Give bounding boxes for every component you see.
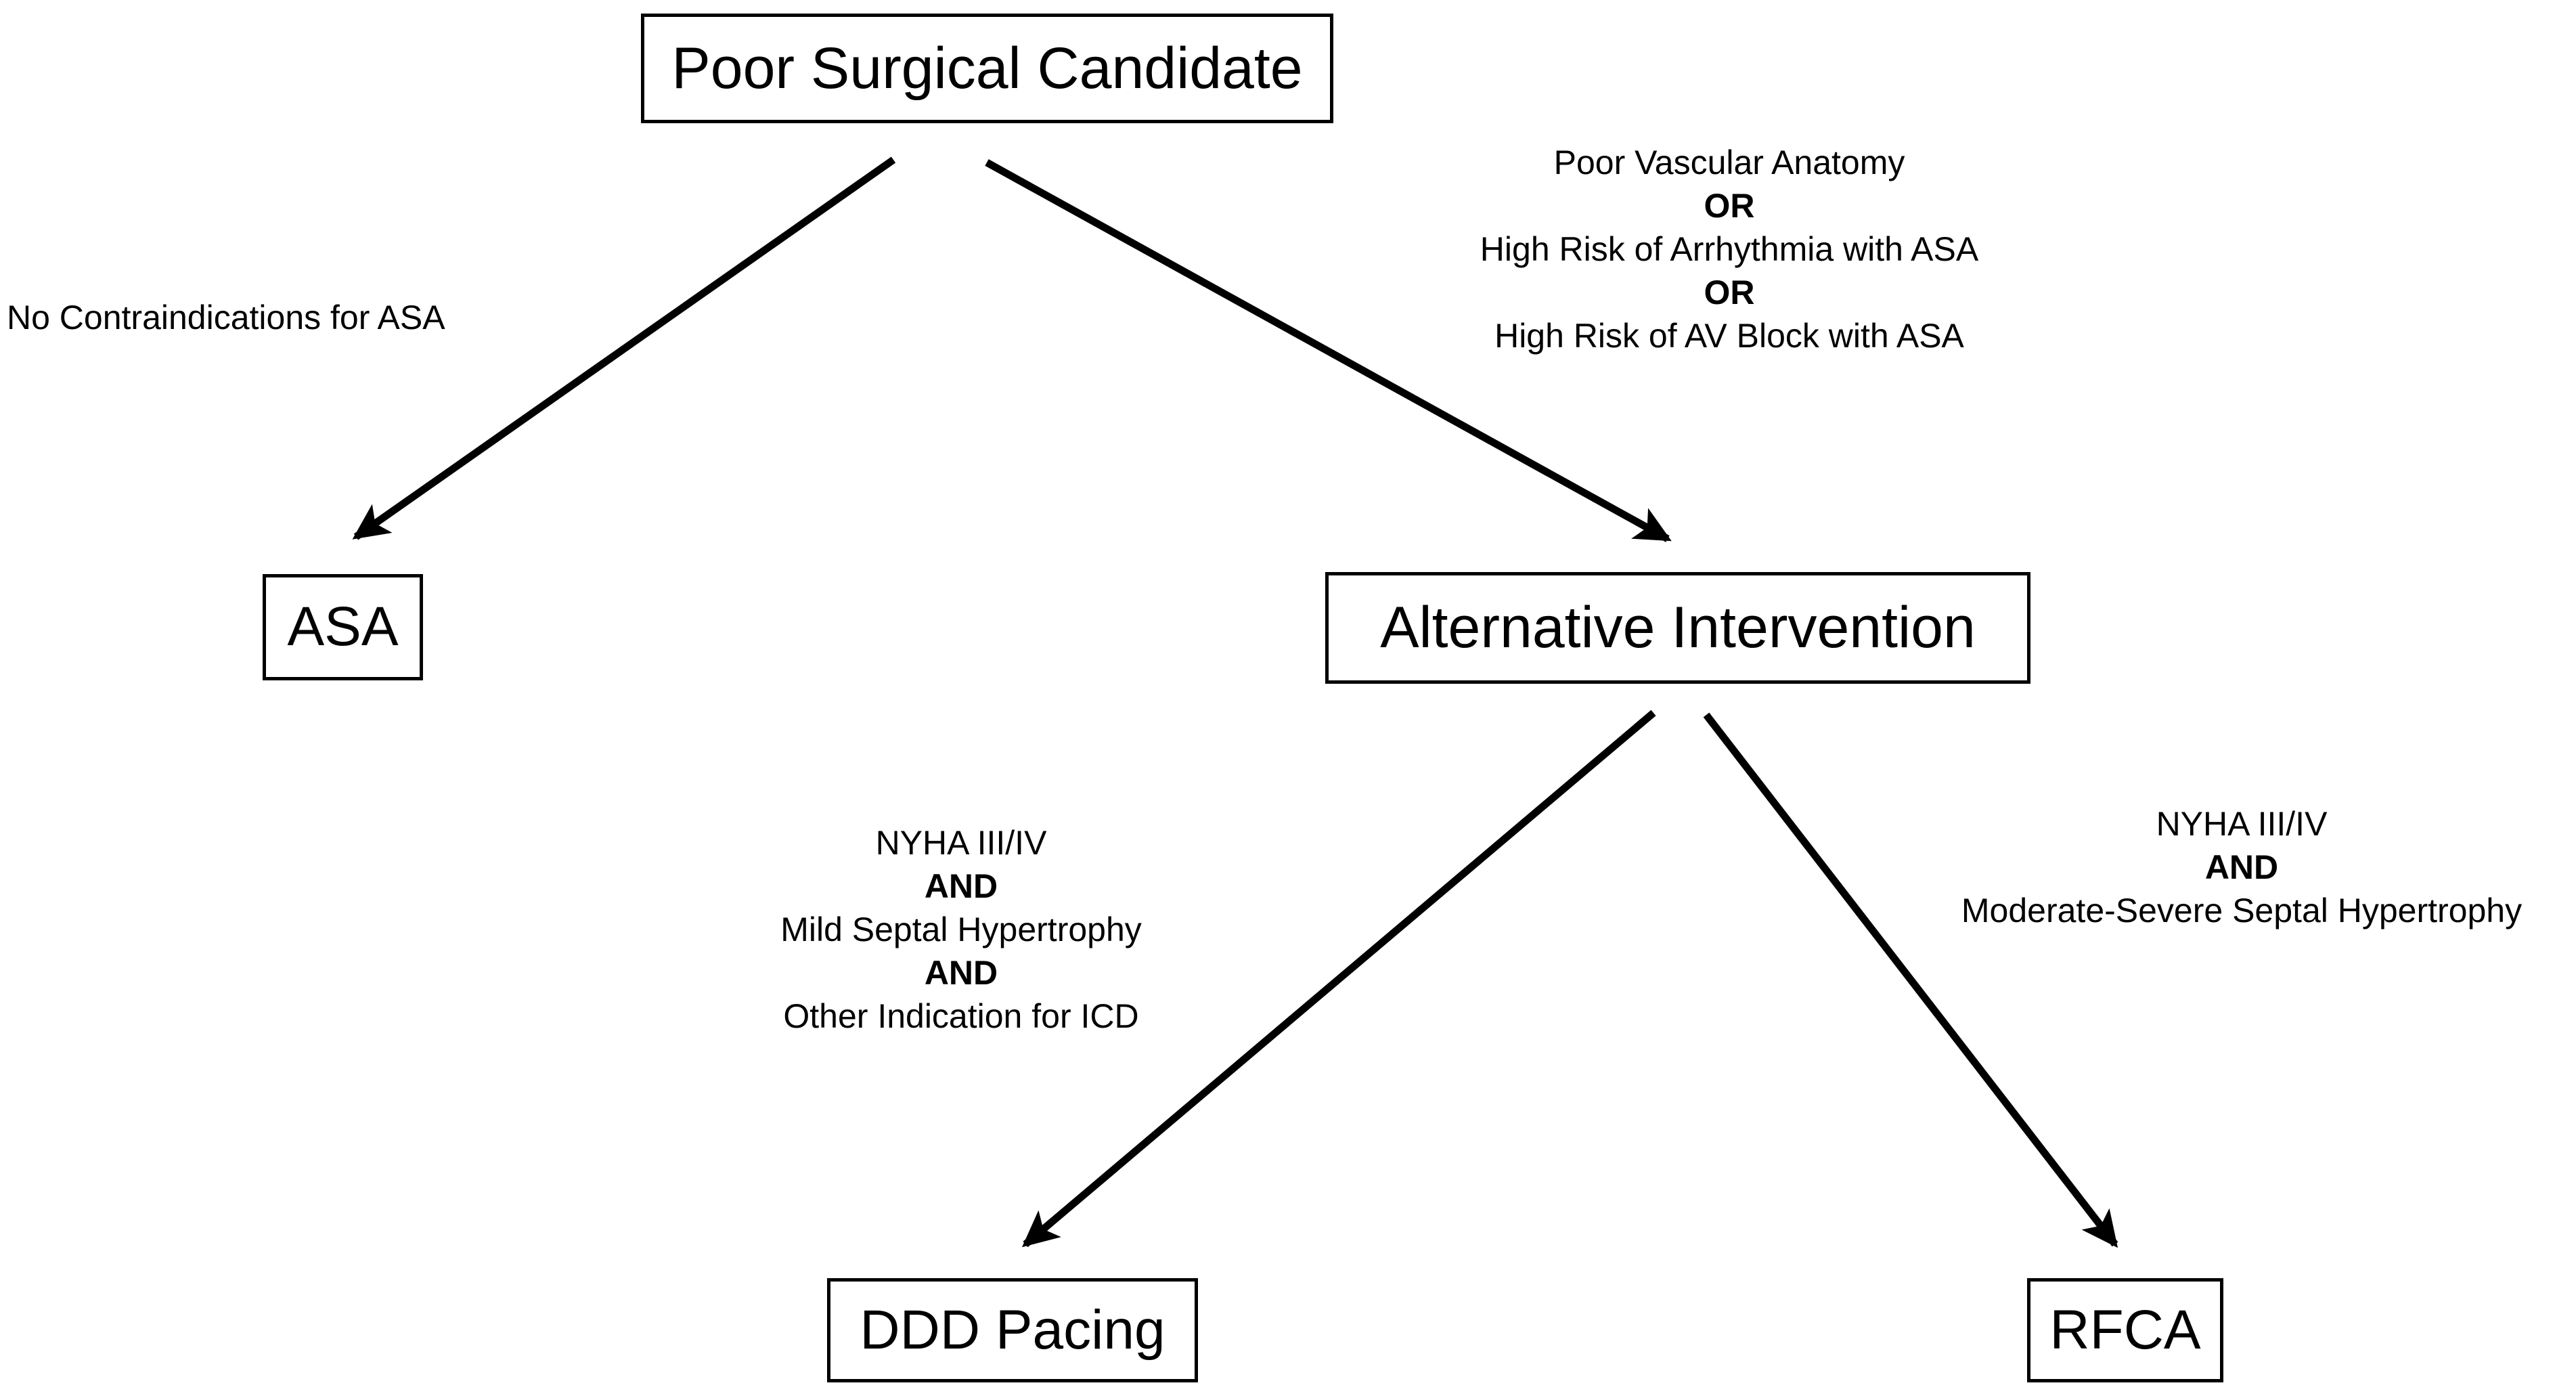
node-rfca-label: RFCA [2049, 1298, 2201, 1361]
edge-label-line: High Risk of Arrhythmia with ASA [1480, 230, 1979, 268]
node-alternative-intervention-label: Alternative Intervention [1380, 595, 1976, 661]
node-asa-label: ASA [287, 596, 399, 658]
edge-label-line: Moderate-Severe Septal Hypertrophy [1961, 892, 2523, 929]
edge-label-line: OR [1704, 187, 1755, 225]
edge-root-to-asa [352, 156, 896, 540]
edge-label-line: AND [924, 867, 998, 905]
node-ddd-pacing[interactable]: DDD Pacing [827, 1278, 1198, 1382]
node-asa[interactable]: ASA [263, 574, 423, 680]
edge-label-root-to-asa: No Contraindications for ASA [7, 296, 548, 339]
node-poor-surgical-candidate[interactable]: Poor Surgical Candidate [641, 14, 1333, 123]
node-rfca[interactable]: RFCA [2027, 1278, 2223, 1382]
edge-label-line: OR [1704, 274, 1755, 311]
node-ddd-pacing-label: DDD Pacing [860, 1298, 1165, 1361]
edge-label-line: High Risk of AV Block with ASA [1494, 317, 1964, 355]
edge-label-line: Poor Vascular Anatomy [1553, 144, 1905, 181]
edge-label-alternative-to-rfca: NYHA III/IV AND Moderate-Severe Septal Hyp… [1907, 802, 2576, 932]
edge-label-line: AND [924, 954, 998, 992]
edge-alternative-to-rfca [1703, 712, 2118, 1248]
node-alternative-intervention[interactable]: Alternative Intervention [1325, 572, 2030, 684]
edge-label-line: NYHA III/IV [2156, 805, 2328, 843]
edge-label-line: Other Indication for ICD [783, 997, 1139, 1035]
edge-label-line: No Contraindications for ASA [7, 299, 445, 336]
edge-label-line: Mild Septal Hypertrophy [780, 911, 1142, 948]
node-poor-surgical-candidate-label: Poor Surgical Candidate [671, 35, 1303, 101]
edge-label-line: AND [2204, 848, 2279, 886]
edge-label-line: NYHA III/IV [875, 824, 1047, 862]
